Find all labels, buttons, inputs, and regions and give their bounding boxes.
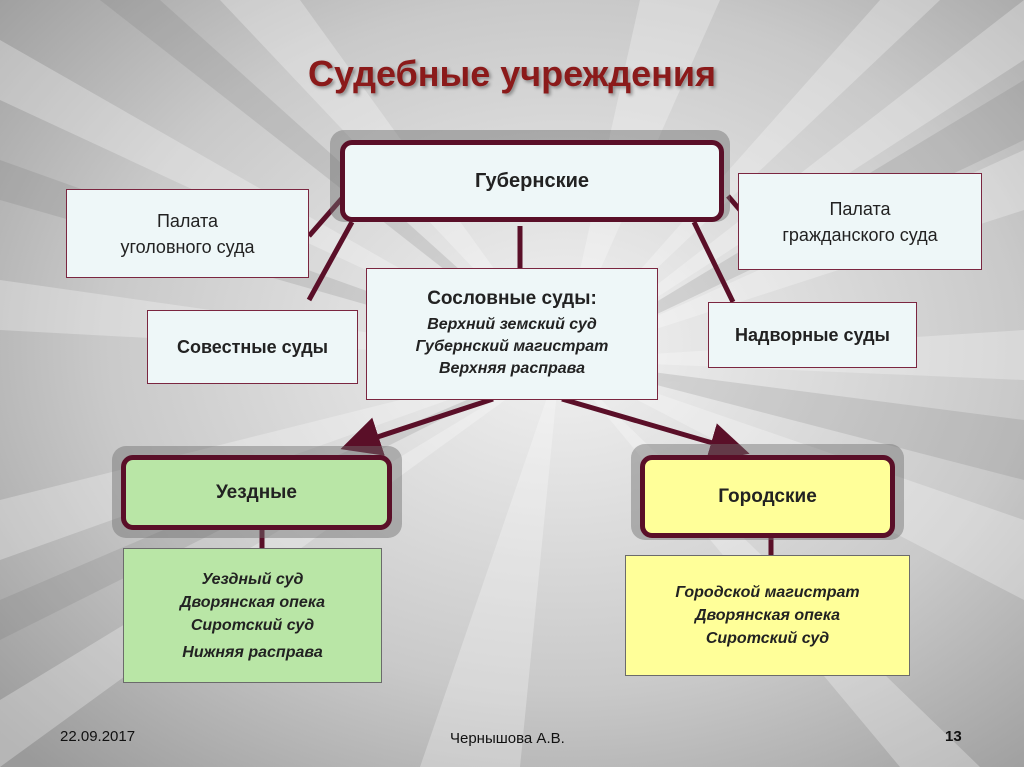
footer-date: 22.09.2017 [60,728,136,745]
node-gorodskie: Городские [640,455,895,538]
gorodskie-list-item-1: Городской магистрат [675,584,860,601]
connector-gubernskie-palata-ugolovnogo [307,194,346,238]
node-gorodskie-list: Городской магистрат Дворянская опека Сир… [625,555,910,676]
node-sovestnye-label: Совестные суды [176,336,329,357]
node-nadvornye-label: Надворные суды [735,324,890,345]
arrow-to-uezdnye [340,396,494,456]
node-sovestnye: Совестные суды [147,310,358,384]
page-title: Судебные учреждения [307,53,716,94]
footer-page-number: 13 [945,728,962,745]
footer-author: Чернышова А.В. [450,730,565,747]
node-palata-grazhdanskogo-line2: гражданского суда [782,224,938,245]
node-palata-grazhdanskogo: Палата гражданского суда [738,173,982,270]
node-palata-grazhdanskogo-line1: Палата [829,198,891,219]
connector-gubernskie-sovestnye [306,220,355,302]
uezdnye-list-item-4: Нижняя расправа [182,643,323,661]
node-soslovnye-heading: Сословные суды: [427,288,597,309]
node-soslovnye-item-3: Верхняя расправа [438,360,586,377]
uezdnye-list-item-3: Сиротский суд [190,616,315,634]
uezdnye-list-item-1: Уездный суд [201,570,304,588]
node-gubernskie-label: Губернские [474,169,590,192]
node-soslovnye-item-1: Верхний земский суд [427,316,597,333]
node-nadvornye: Надворные суды [708,302,917,368]
node-uezdnye-list: Уездный суд Дворянская опека Сиротский с… [123,548,382,683]
node-soslovnye: Сословные суды: Верхний земский суд Губе… [366,268,658,400]
node-soslovnye-item-2: Губернский магистрат [415,338,609,355]
node-uezdnye: Уездные [121,455,392,530]
node-palata-ugolovnogo-line2: уголовного суда [120,236,255,257]
connector-gubernskie-nadvornye [691,220,736,304]
node-palata-ugolovnogo: Палата уголовного суда [66,189,309,278]
node-gorodskie-label: Городские [718,485,817,507]
gorodskie-list-item-3: Сиротский суд [705,630,830,647]
uezdnye-list-item-2: Дворянская опека [179,593,326,611]
gorodskie-list-item-2: Дворянская опека [694,607,841,624]
arrow-to-gorodskie [561,396,750,462]
node-palata-ugolovnogo-line1: Палата [156,210,219,231]
node-uezdnye-label: Уездные [216,481,297,503]
node-gubernskie: Губернские [340,140,724,222]
